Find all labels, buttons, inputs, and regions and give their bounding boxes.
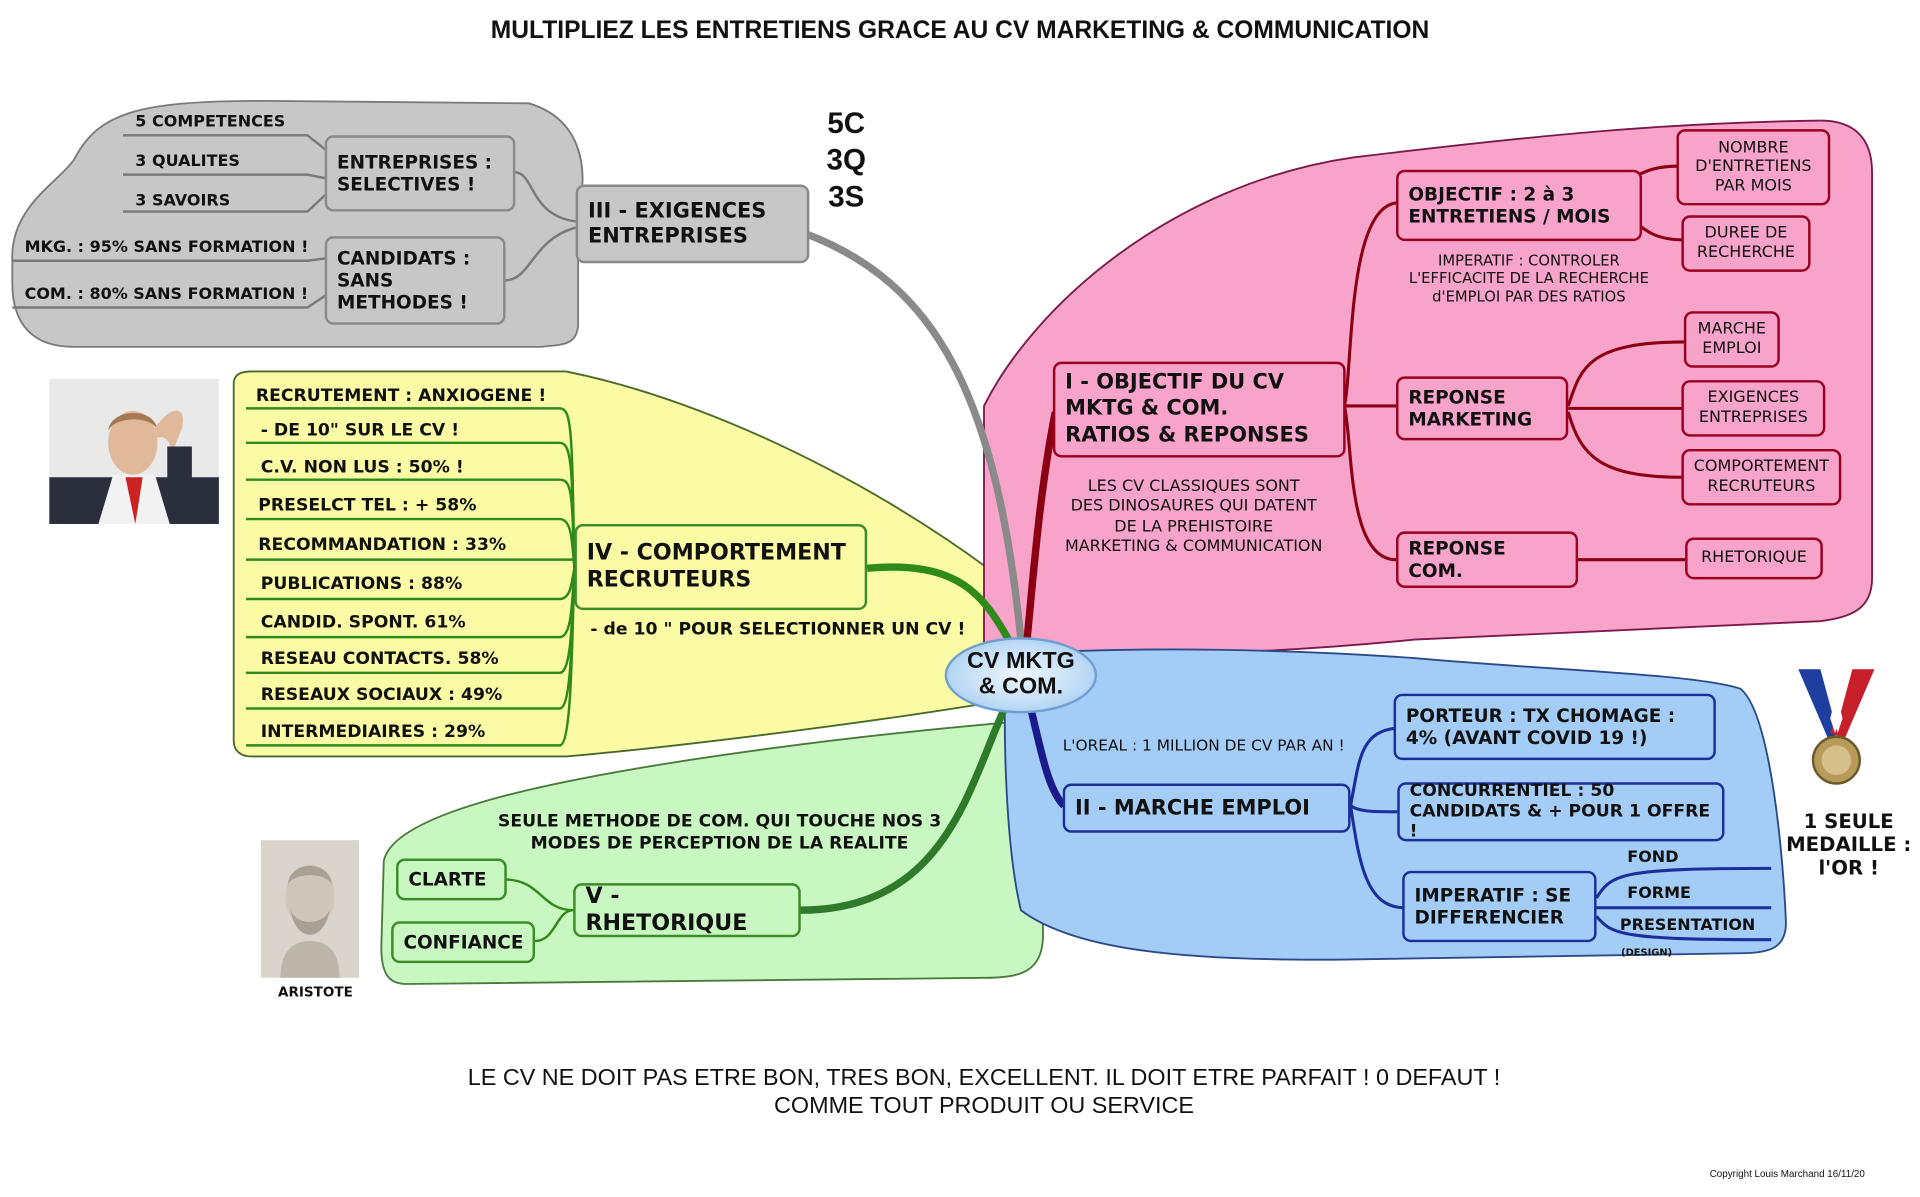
comportement-recruteurs-leaf[interactable]: COMPORTEMENT RECRUTEURS <box>1681 448 1842 506</box>
yellow-item-3: PRESELCT TEL : + 58% <box>258 495 477 516</box>
branch-5-note: SEULE METHODE DE COM. QUI TOUCHE NOS 3 M… <box>497 811 942 854</box>
yellow-item-1: - DE 10" SUR LE CV ! <box>260 420 460 441</box>
branch-3-node[interactable]: III - EXIGENCES ENTREPRISES <box>575 184 810 264</box>
reponse-marketing-node[interactable]: REPONSE MARKETING <box>1396 376 1569 441</box>
yellow-item-7: RESEAU CONTACTS. 58% <box>260 649 499 670</box>
marche-emploi-leaf[interactable]: MARCHE EMPLOI <box>1683 311 1780 368</box>
aristotle-caption: ARISTOTE <box>277 984 353 1000</box>
nombre-entretiens-node[interactable]: NOMBRE D'ENTRETIENS PAR MOIS <box>1676 129 1831 206</box>
entreprises-selectives-node[interactable]: ENTREPRISES : SELECTIVES ! <box>324 135 516 212</box>
grey-item-5-competences: 5 COMPETENCES <box>135 113 286 132</box>
confiance-node[interactable]: CONFIANCE <box>391 921 536 964</box>
grey-item-com: COM. : 80% SANS FORMATION ! <box>24 285 309 304</box>
forme-leaf: FORME <box>1627 884 1691 903</box>
branch-5-node[interactable]: V - RHETORIQUE <box>573 883 801 938</box>
imperatif-node[interactable]: IMPERATIF : SE DIFFERENCIER <box>1402 870 1597 943</box>
design-note: (DESIGN) <box>1621 947 1673 959</box>
objectif-node[interactable]: OBJECTIF : 2 à 3 ENTRETIENS / MOIS <box>1396 169 1643 242</box>
branch-2-note: L'OREAL : 1 MILLION DE CV PAR AN ! <box>1062 735 1345 754</box>
copyright: Copyright Louis Marchand 16/11/20 <box>1709 1168 1865 1180</box>
branch-1-note: LES CV CLASSIQUES SONT DES DINOSAURES QU… <box>1064 477 1323 556</box>
branch-1-node[interactable]: I - OBJECTIF DU CV MKTG & COM. RATIOS & … <box>1052 361 1346 458</box>
exigences-entreprises-leaf[interactable]: EXIGENCES ENTREPRISES <box>1681 380 1826 437</box>
branch-2-node[interactable]: II - MARCHE EMPLOI <box>1062 783 1351 833</box>
yellow-item-8: RESEAUX SOCIAUX : 49% <box>260 685 503 705</box>
footer-line-1: LE CV NE DOIT PAS ETRE BON, TRES BON, EX… <box>467 1065 1501 1092</box>
aristotle-bust <box>260 840 360 978</box>
objectif-note: IMPERATIF : CONTROLER L'EFFICACITE DE LA… <box>1408 252 1649 305</box>
porteur-node[interactable]: PORTEUR : TX CHOMAGE : 4% (AVANT COVID 1… <box>1393 693 1716 761</box>
branch-4-node[interactable]: IV - COMPORTEMENT RECRUTEURS <box>574 523 868 611</box>
candidats-sans-methodes-node[interactable]: CANDIDATS : SANS METHODES ! <box>324 236 506 325</box>
reponse-com-node[interactable]: REPONSE COM. <box>1396 531 1579 588</box>
grey-item-3-qualites: 3 QUALITES <box>135 152 240 171</box>
page-title: MULTIPLIEZ LES ENTRETIENS GRACE AU CV MA… <box>490 17 1430 45</box>
branch-1-connector <box>1023 411 1059 640</box>
branch-3-connector <box>804 230 1025 640</box>
branch-4-connector <box>866 563 1012 642</box>
center-label: CV MKTG & COM. <box>967 648 1075 700</box>
branch-5-connector <box>799 686 1018 914</box>
grey-item-mkg: MKG. : 95% SANS FORMATION ! <box>24 238 309 258</box>
fond-leaf: FOND <box>1627 848 1679 868</box>
duree-recherche-node[interactable]: DUREE DE RECHERCHE <box>1681 215 1811 272</box>
branch-3-side-label: 5C 3Q 3S <box>826 107 866 215</box>
green-region <box>380 718 1044 985</box>
yellow-item-0: RECRUTEMENT : ANXIOGENE ! <box>255 386 547 406</box>
branch-4-note: - de 10 " POUR SELECTIONNER UN CV ! <box>590 619 966 640</box>
yellow-item-6: CANDID. SPONT. 61% <box>260 612 466 633</box>
recruiter-portrait <box>49 378 219 524</box>
rhetorique-leaf[interactable]: RHETORIQUE <box>1685 537 1823 580</box>
medal-caption: 1 SEULE MEDAILLE : l'OR ! <box>1786 809 1912 880</box>
yellow-item-5: PUBLICATIONS : 88% <box>260 574 463 595</box>
grey-item-3-savoirs: 3 SAVOIRS <box>135 191 231 211</box>
footer-line-2: COMME TOUT PRODUIT OU SERVICE <box>774 1093 1194 1120</box>
yellow-item-9: INTERMEDIAIRES : 29% <box>260 722 486 742</box>
concurrentiel-node[interactable]: CONCURRENTIEL : 50 CANDIDATS & + POUR 1 … <box>1397 781 1725 842</box>
presentation-leaf: PRESENTATION <box>1619 916 1756 935</box>
yellow-item-2: C.V. NON LUS : 50% ! <box>260 457 464 478</box>
clarte-node[interactable]: CLARTE <box>396 858 507 901</box>
center-node[interactable]: CV MKTG & COM. <box>944 637 1098 714</box>
yellow-item-4: RECOMMANDATION : 33% <box>258 535 507 555</box>
medal-icon <box>1798 669 1875 785</box>
